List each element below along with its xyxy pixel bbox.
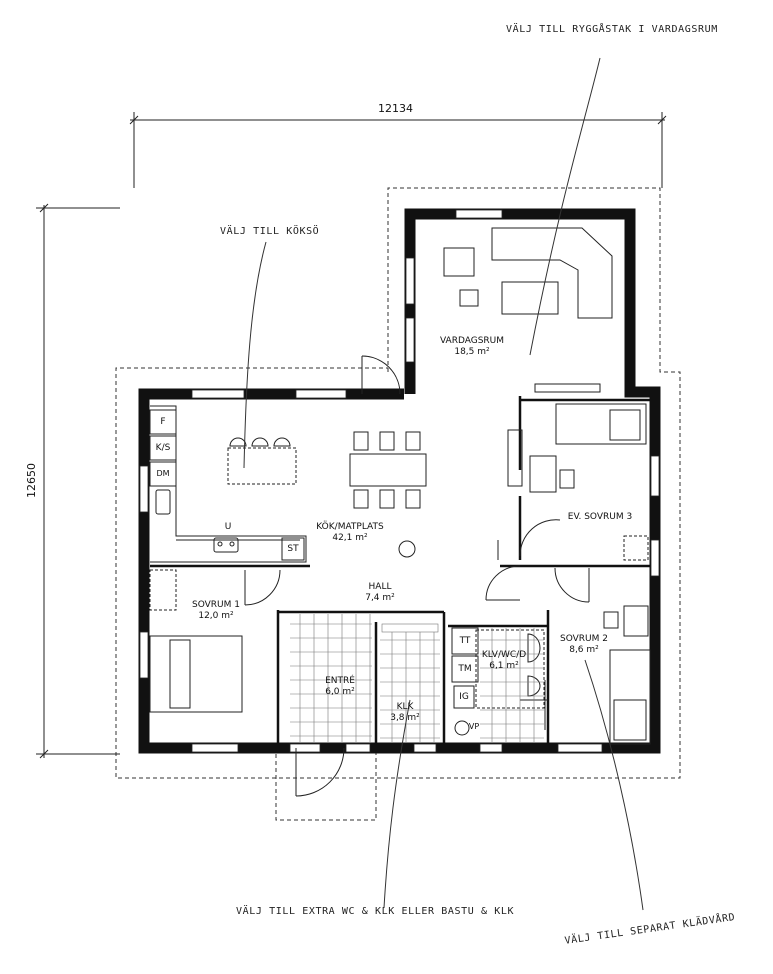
bedroom1-furniture	[149, 569, 243, 713]
bedroom2-furniture	[603, 605, 651, 745]
fixture-stove: ST	[287, 544, 299, 554]
dining-table	[349, 431, 427, 558]
fixture-water-heater: VP	[468, 722, 480, 731]
interior-walls	[150, 396, 650, 744]
fixture-fridge: F	[160, 417, 166, 427]
room-hall-name: HALL	[368, 582, 392, 592]
bedroom3-furniture	[507, 403, 649, 561]
fixture-dryer: TT	[459, 636, 471, 646]
fixture-boiler: IG	[459, 692, 469, 702]
room-bed1: SOVRUM 1 12,0 m²	[176, 600, 256, 622]
fixture-fridge-freezer: K/S	[155, 443, 171, 453]
room-bath-area: 6,1 m²	[489, 661, 519, 671]
dimension-lines	[36, 112, 667, 759]
bath-fixtures	[451, 627, 545, 736]
room-kitchen-area: 42,1 m²	[332, 533, 368, 543]
doors	[244, 355, 590, 797]
room-entre-area: 6,0 m²	[325, 687, 355, 697]
room-hall: HALL 7,4 m²	[340, 582, 420, 604]
fixture-oven: U	[224, 522, 232, 532]
room-bed1-area: 12,0 m²	[198, 611, 234, 621]
room-living-name: VARDAGSRUM	[439, 336, 505, 346]
room-living-area: 18,5 m²	[454, 347, 490, 357]
room-kitchen: KÖK/MATPLATS 42,1 m²	[310, 522, 390, 544]
windows	[139, 209, 660, 753]
room-entre-name: ENTRÉ	[325, 676, 355, 686]
note-island: VÄLJ TILL KÖKSÖ	[220, 226, 320, 237]
room-bed3: EV. SOVRUM 3	[560, 512, 640, 523]
kitchen-counters	[149, 405, 307, 563]
kitchen-island	[227, 437, 297, 485]
room-entre: ENTRÉ 6,0 m²	[310, 676, 370, 698]
note-ceiling: VÄLJ TILL RYGGÅSTAK I VARDAGSRUM	[506, 24, 718, 35]
tile-grid	[290, 614, 544, 742]
room-bed3-name: EV. SOVRUM 3	[567, 512, 633, 522]
fixture-washer: TM	[458, 664, 472, 674]
room-kitchen-name: KÖK/MATPLATS	[316, 522, 384, 532]
dimension-width: 12134	[378, 102, 413, 115]
dimension-height: 12650	[25, 463, 38, 498]
room-living: VARDAGSRUM 18,5 m²	[432, 336, 512, 358]
room-hall-area: 7,4 m²	[365, 593, 395, 603]
room-bath-name: KLV/WC/D	[481, 650, 527, 660]
room-bed2: SOVRUM 2 8,6 m²	[544, 634, 624, 656]
room-klk-area: 3,8 m²	[390, 713, 420, 723]
room-bed2-area: 8,6 m²	[569, 645, 599, 655]
annotation-leaders	[243, 57, 644, 911]
room-bed2-name: SOVRUM 2	[560, 634, 608, 644]
room-bed1-name: SOVRUM 1	[192, 600, 240, 610]
room-bath: KLV/WC/D 6,1 m²	[474, 650, 534, 672]
living-furniture	[443, 227, 613, 393]
room-klk-name: KLK	[396, 702, 414, 712]
roof-outline	[115, 187, 681, 821]
fixture-dishwasher: DM	[156, 469, 170, 478]
note-bath: VÄLJ TILL EXTRA WC & KLK ELLER BASTU & K…	[236, 906, 515, 917]
room-klk: KLK 3,8 m²	[380, 702, 430, 724]
